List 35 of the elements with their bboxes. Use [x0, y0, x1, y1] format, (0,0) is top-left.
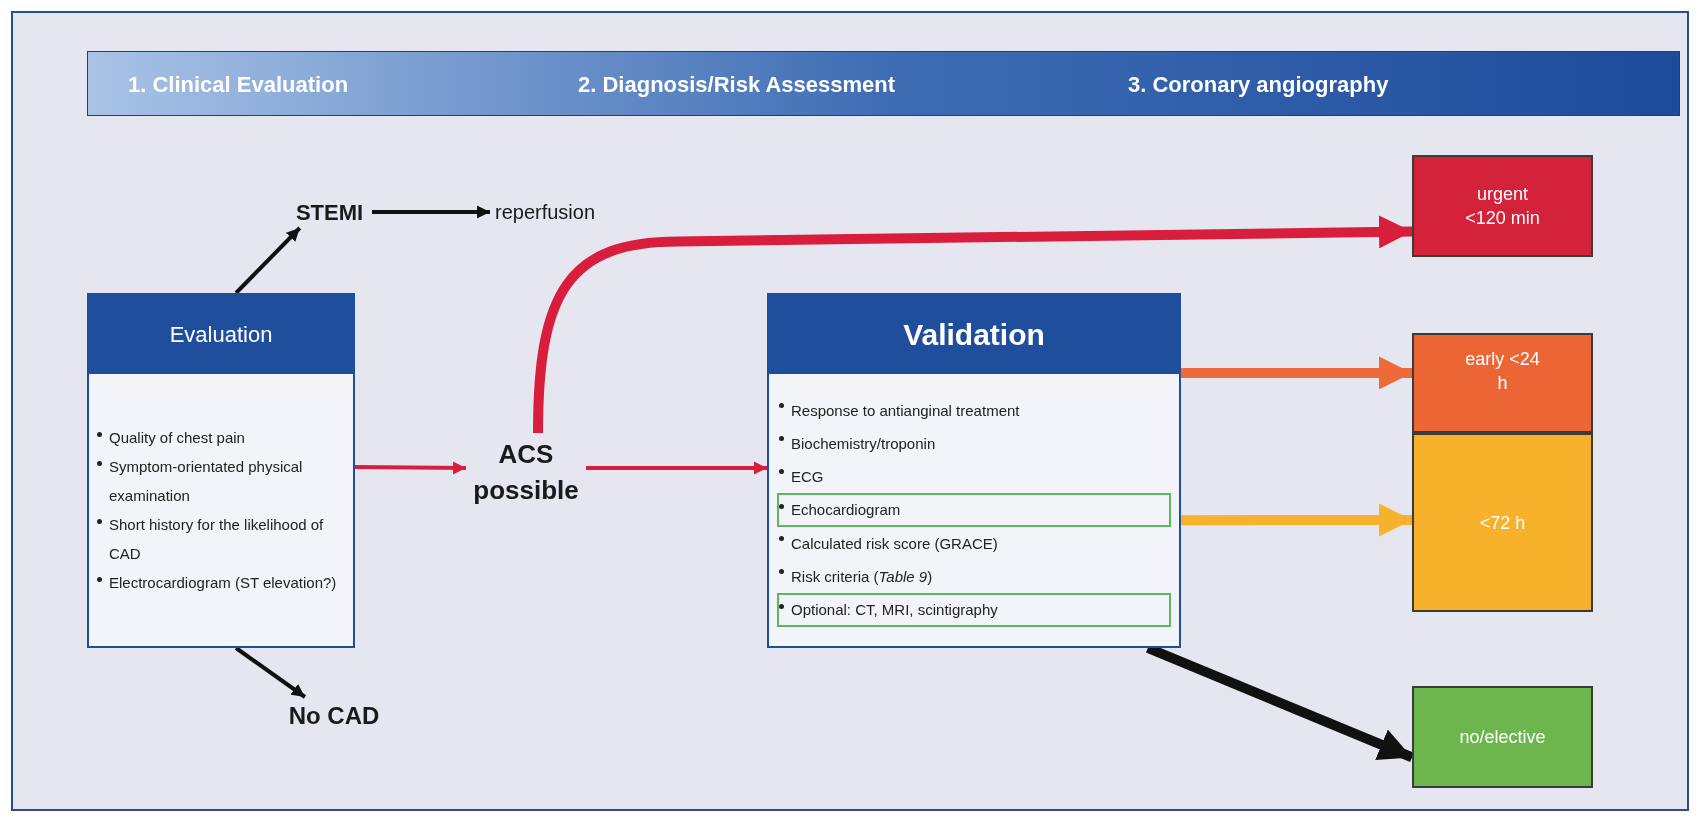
bullet-item: Symptom-orientated physical examination: [97, 452, 345, 510]
highlighted-item: Echocardiogram: [777, 492, 1171, 527]
evaluation-card: [87, 293, 355, 648]
arrow: [354, 461, 467, 475]
priority-box: urgent <120 min: [1412, 155, 1593, 257]
phase-title: 2. Diagnosis/Risk Assessment: [578, 70, 896, 99]
highlighted-item: Optional: CT, MRI, scintigraphy: [777, 592, 1171, 627]
bullet-item: Short history for the likelihood of CAD: [97, 510, 345, 568]
card-title: Evaluation: [168, 321, 274, 349]
bullet-item: Response to antianginal treatment: [779, 393, 1171, 427]
priority-box: early <24 h: [1412, 333, 1593, 433]
arrow: [372, 205, 490, 219]
bullet-item: Biochemistry/troponin: [779, 426, 1171, 460]
status-label: ACS possible: [466, 433, 586, 510]
outcome-label: No CAD: [268, 697, 400, 735]
priority-box: no/elective: [1412, 686, 1593, 788]
phase-title: 1. Clinical Evaluation: [128, 70, 349, 98]
validation-card: [767, 293, 1181, 648]
outcome-label: STEMI: [287, 196, 372, 228]
outcome-label: reperfusion: [490, 197, 600, 227]
bullet-item: Quality of chest pain: [97, 423, 345, 452]
priority-box: <72 h: [1412, 433, 1593, 612]
arrow: [586, 461, 767, 475]
arrow: [1181, 356, 1412, 390]
phase-title: 3. Coronary angiography: [1128, 70, 1389, 99]
arrow: [234, 226, 302, 295]
bullet-item: Calculated risk score (GRACE): [779, 526, 1171, 560]
bullet-item: Risk criteria (Table 9): [779, 559, 1171, 593]
arrow: [1181, 503, 1412, 537]
phase-header-band: [87, 51, 1680, 116]
arrow: [234, 646, 307, 699]
bullet-item: Electrocardiogram (ST elevation?): [97, 568, 345, 597]
bullet-item: ECG: [779, 459, 1171, 493]
arrow: [533, 215, 1413, 434]
card-title: Validation: [902, 317, 1046, 353]
